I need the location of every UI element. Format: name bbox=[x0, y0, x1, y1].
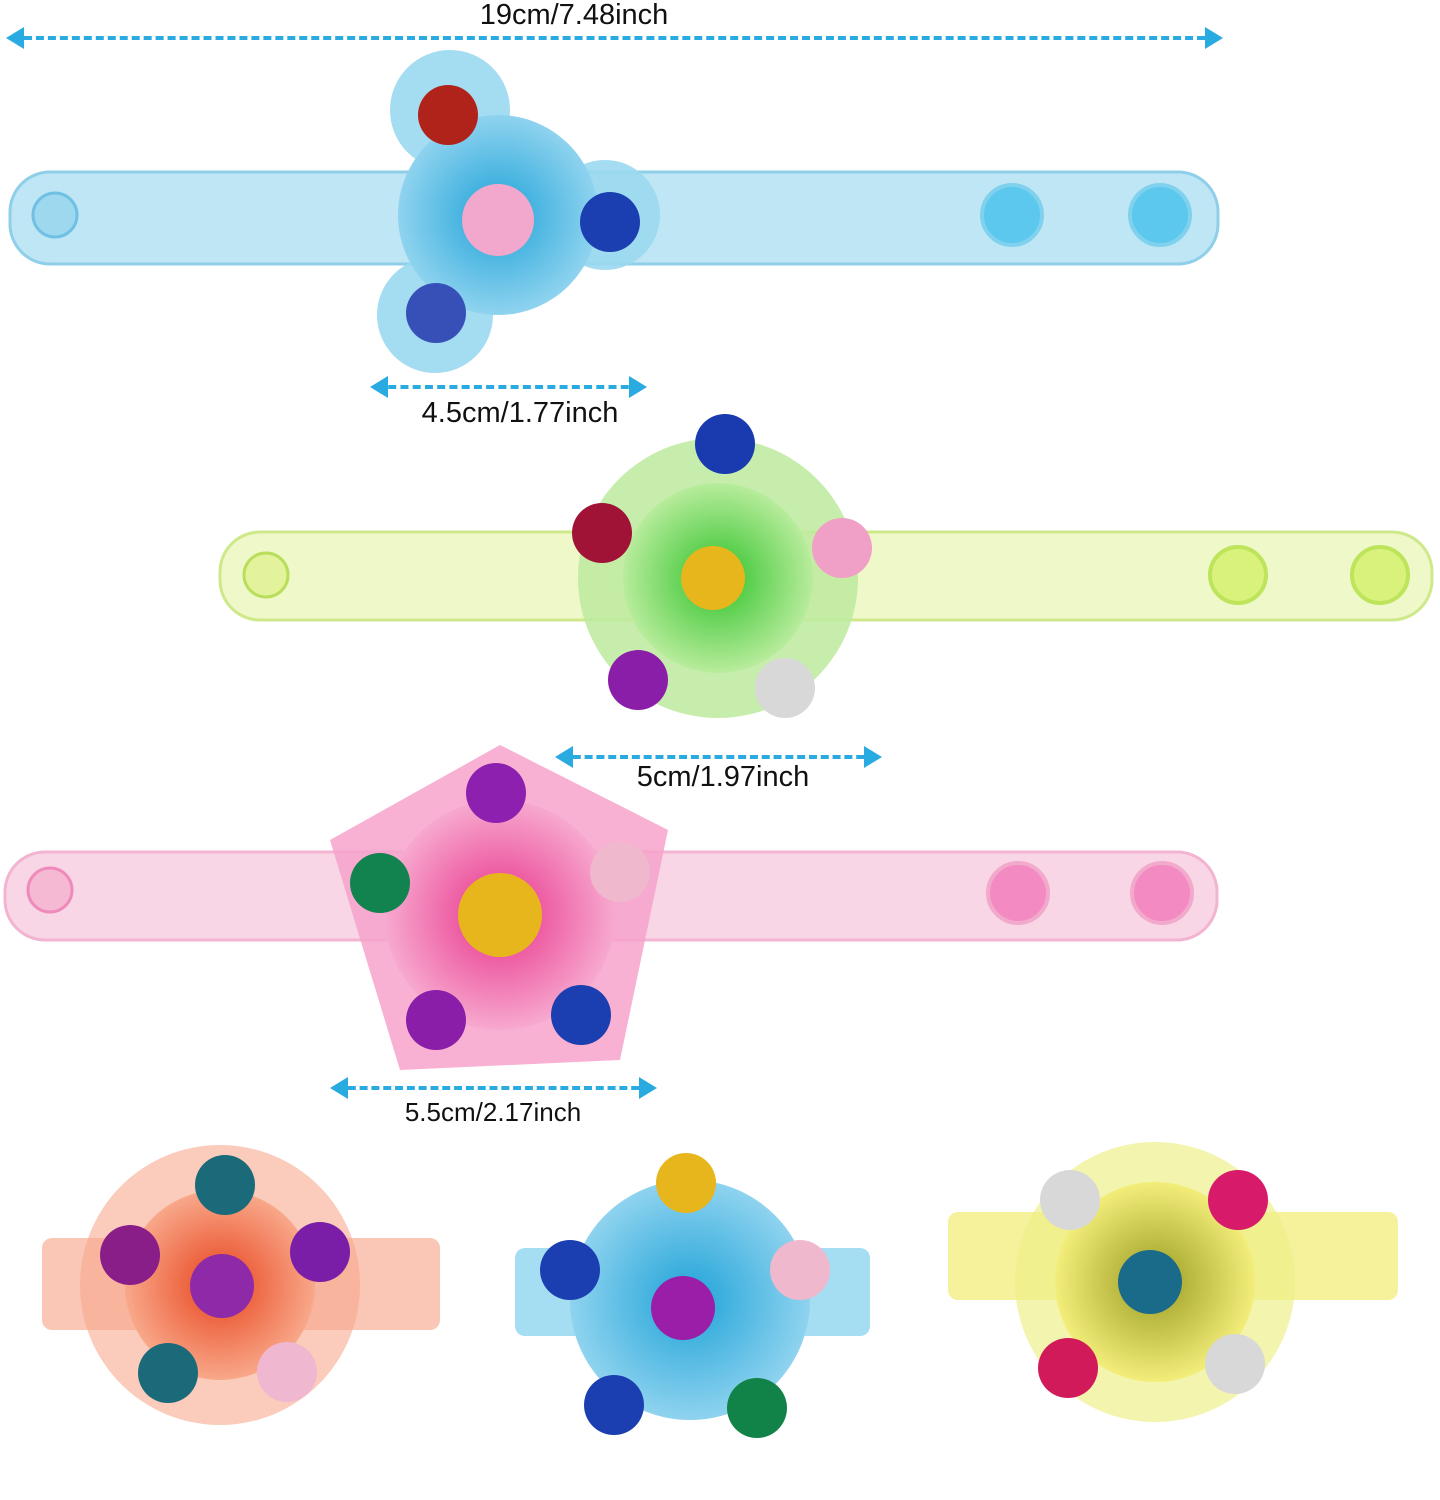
arrow-left-icon bbox=[555, 746, 573, 768]
spinner-green-size-label: 5cm/1.97inch bbox=[636, 761, 810, 793]
bracelet-pink bbox=[3, 745, 1219, 1070]
dimension-arrow-overall bbox=[6, 27, 1223, 49]
spinner-blue-size-label: 4.5cm/1.77inch bbox=[421, 397, 619, 429]
overall-length-label: 19cm/7.48inch bbox=[479, 0, 669, 31]
dimension-arrow-blue bbox=[370, 376, 647, 398]
dimension-arrow-green bbox=[555, 746, 882, 768]
bracelet-orange bbox=[42, 1145, 440, 1425]
arrow-right-icon bbox=[629, 376, 647, 398]
arrow-left-icon bbox=[370, 376, 388, 398]
dimension-arrow-pink bbox=[330, 1077, 657, 1099]
bracelet-green bbox=[218, 414, 1434, 718]
bracelet-light-blue bbox=[515, 1153, 870, 1438]
arrow-right-icon bbox=[639, 1077, 657, 1099]
bracelet-yellow bbox=[948, 1142, 1398, 1422]
spinner-pink-size-label: 5.5cm/2.17inch bbox=[404, 1097, 582, 1127]
arrow-left-icon bbox=[6, 27, 24, 49]
bracelet-blue bbox=[8, 50, 1220, 373]
arrow-right-icon bbox=[864, 746, 882, 768]
arrow-right-icon bbox=[1205, 27, 1223, 49]
arrow-left-icon bbox=[330, 1077, 348, 1099]
